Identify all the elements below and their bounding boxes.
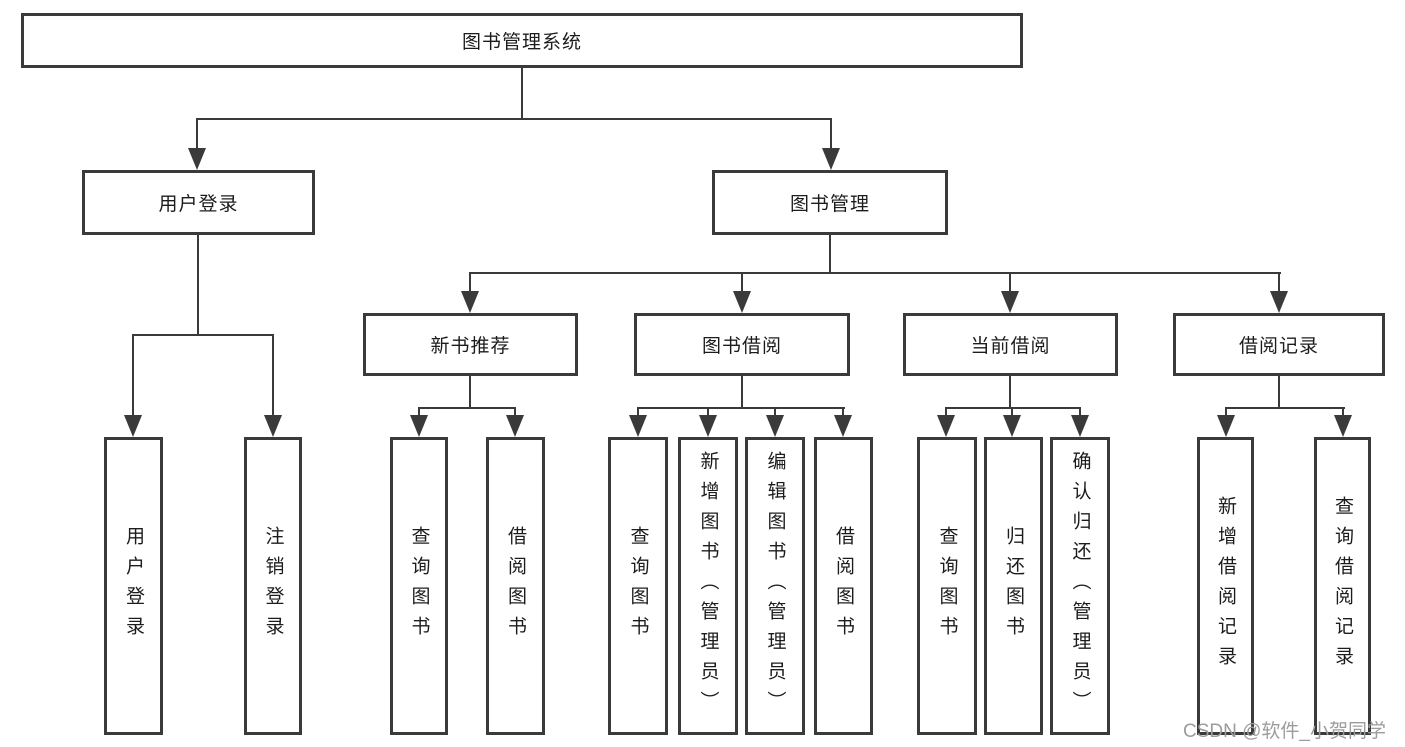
leaf-return-books: 归还图书 (984, 437, 1043, 735)
leaf-add-borrow-record: 新增借阅记录 (1197, 437, 1254, 735)
arrow-down-icon (506, 415, 524, 437)
leaf-edit-books-admin-label: 编辑图书（管理员） (764, 451, 786, 721)
arrow-down-icon (733, 291, 751, 313)
connector-bookmgmt-stem (829, 233, 831, 274)
leaf-return-books-label: 归还图书 (1003, 526, 1024, 646)
connector-leaf-stem (774, 407, 776, 417)
leaf-confirm-return-admin: 确认归还（管理员） (1050, 437, 1110, 735)
node-root: 图书管理系统 (21, 13, 1023, 68)
leaf-current-query-books-label: 查询图书 (936, 526, 958, 646)
leaf-borrow-borrow-books: 借阅图书 (814, 437, 873, 735)
node-book-management-label: 图书管理 (789, 194, 870, 215)
arrow-down-icon (1071, 415, 1089, 437)
connector-stem-book-borrow (741, 272, 743, 295)
node-book-borrow-label: 图书借阅 (701, 336, 782, 357)
connector-leaf-stem (1225, 407, 1227, 417)
connector-group-stem (469, 374, 471, 409)
connector-leaf-stem (272, 334, 274, 417)
arrow-down-icon (410, 415, 428, 437)
connector-leaf-stem (1342, 407, 1344, 417)
leaf-add-books-admin-label: 新增图书（管理员） (697, 451, 719, 721)
leaf-add-books-admin: 新增图书（管理员） (678, 437, 738, 735)
node-new-book-recommend-label: 新书推荐 (430, 336, 511, 357)
node-current-borrow-label: 当前借阅 (970, 336, 1051, 357)
connector-stem-user-login (196, 118, 198, 152)
node-user-login-label: 用户登录 (158, 194, 239, 215)
connector-group-rail (1225, 407, 1345, 409)
connector-leaf-stem (132, 334, 134, 417)
connector-level2-rail (196, 118, 832, 120)
arrow-down-icon (629, 415, 647, 437)
connector-group-rail (945, 407, 1081, 409)
node-book-management: 图书管理 (712, 170, 948, 235)
connector-leaf-stem (1079, 407, 1081, 417)
arrow-down-icon (124, 415, 142, 437)
connector-leaf-stem (637, 407, 639, 417)
node-user-login: 用户登录 (82, 170, 315, 235)
connector-leaf-stem (945, 407, 947, 417)
connector-group-stem (741, 374, 743, 409)
leaf-newbooks-query-books: 查询图书 (390, 437, 448, 735)
node-current-borrow: 当前借阅 (903, 313, 1118, 376)
connector-level3-rail (469, 272, 1281, 274)
arrow-down-icon (1334, 415, 1352, 437)
leaf-confirm-return-admin-label: 确认归还（管理员） (1069, 451, 1091, 721)
connector-group-rail (637, 407, 845, 409)
arrow-down-icon (822, 148, 840, 170)
arrow-down-icon (188, 148, 206, 170)
connector-group-stem (1009, 374, 1011, 409)
connector-group-rail (418, 407, 516, 409)
connector-leaf-stem (1011, 407, 1013, 417)
leaf-add-borrow-record-label: 新增借阅记录 (1215, 496, 1236, 676)
leaf-user-login: 用户登录 (104, 437, 163, 735)
leaf-borrow-borrow-books-label: 借阅图书 (833, 526, 854, 646)
arrow-down-icon (1217, 415, 1235, 437)
leaf-borrow-query-books-label: 查询图书 (627, 526, 649, 646)
connector-userlogin-stem (197, 233, 199, 336)
connector-leaf-stem (418, 407, 420, 417)
leaf-logout: 注销登录 (244, 437, 302, 735)
leaf-newbooks-query-books-label: 查询图书 (408, 526, 430, 646)
node-borrow-records: 借阅记录 (1173, 313, 1385, 376)
node-new-book-recommend: 新书推荐 (363, 313, 578, 376)
arrow-down-icon (1001, 291, 1019, 313)
leaf-query-borrow-record-label: 查询借阅记录 (1332, 496, 1353, 676)
leaf-current-query-books: 查询图书 (917, 437, 977, 735)
arrow-down-icon (937, 415, 955, 437)
leaf-logout-label: 注销登录 (262, 526, 284, 646)
arrow-down-icon (461, 291, 479, 313)
watermark: CSDN @软件_小贺同学 (1183, 721, 1386, 742)
leaf-query-borrow-record: 查询借阅记录 (1314, 437, 1371, 735)
arrow-down-icon (699, 415, 717, 437)
node-book-borrow: 图书借阅 (634, 313, 850, 376)
leaf-newbooks-borrow-books: 借阅图书 (486, 437, 545, 735)
connector-stem-book-management (830, 118, 832, 152)
connector-leaf-stem (514, 407, 516, 417)
node-borrow-records-label: 借阅记录 (1238, 336, 1319, 357)
connector-stem-new-books (469, 272, 471, 295)
connector-leaf-stem (842, 407, 844, 417)
connector-leaf-stem (707, 407, 709, 417)
connector-root-stem (521, 68, 523, 120)
arrow-down-icon (834, 415, 852, 437)
connector-stem-borrow-records (1278, 272, 1280, 295)
leaf-newbooks-borrow-books-label: 借阅图书 (505, 526, 526, 646)
arrow-down-icon (1270, 291, 1288, 313)
arrow-down-icon (766, 415, 784, 437)
leaf-borrow-query-books: 查询图书 (608, 437, 668, 735)
connector-group-stem (1278, 374, 1280, 409)
arrow-down-icon (1003, 415, 1021, 437)
connector-userlogin-rail (132, 334, 274, 336)
node-root-label: 图书管理系统 (461, 32, 582, 53)
connector-stem-current-borrow (1009, 272, 1011, 295)
leaf-user-login-label: 用户登录 (123, 526, 144, 646)
leaf-edit-books-admin: 编辑图书（管理员） (745, 437, 805, 735)
arrow-down-icon (264, 415, 282, 437)
